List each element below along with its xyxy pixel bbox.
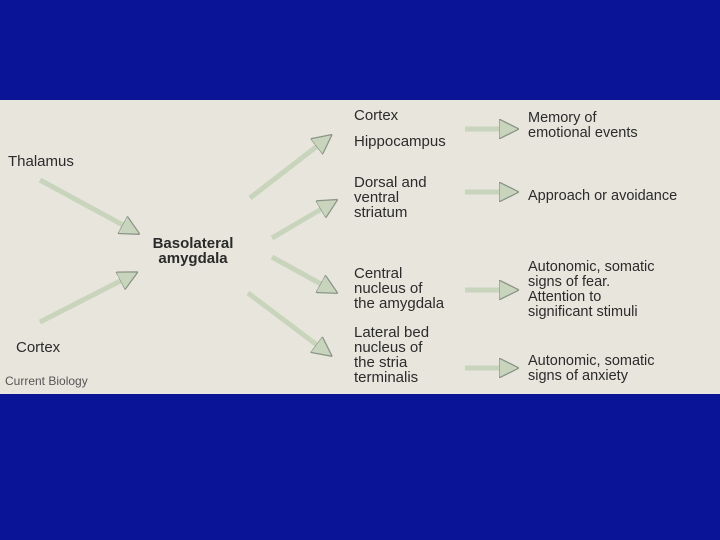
outcome-memory-label: Memory of emotional events: [528, 110, 638, 141]
target-bed-nucleus-label: Lateral bed nucleus of the stria termina…: [354, 324, 430, 386]
outcome-approach-label: Approach or avoidance: [528, 188, 678, 204]
arrow-amygdala-to-central-nucleus: [270, 254, 330, 289]
target-central-nucleus-label: Central nucleus of the amygdala: [354, 265, 445, 312]
target-cortex-label: Cortex: [354, 107, 399, 124]
outcome-fear-label: Autonomic, somatic signs of fear. Attent…: [528, 259, 655, 320]
target-striatum-label: Dorsal and ventral striatum: [354, 174, 427, 221]
arrow-amygdala-to-striatum: [270, 204, 330, 241]
arrow-amygdala-to-cortex: [248, 140, 325, 200]
arrows-layer: [38, 100, 720, 394]
arrow-thalamus-to-amygdala: [38, 177, 132, 230]
arrow-cortex-to-amygdala: [38, 276, 130, 325]
source-credit: Current Biology: [5, 374, 88, 388]
outcome-anxiety-label: Autonomic, somatic signs of anxiety: [528, 353, 655, 384]
arrow-amygdala-to-bed-nucleus: [246, 291, 325, 351]
cortex-input-label: Cortex: [16, 339, 61, 356]
basolateral-amygdala-label: Basolateral amygdala: [152, 235, 234, 267]
diagram-panel: Thalamus Cortex Basolateral amygdala Cor…: [0, 100, 720, 394]
thalamus-label: Thalamus: [8, 153, 74, 170]
target-hippocampus-label: Hippocampus: [354, 133, 446, 150]
